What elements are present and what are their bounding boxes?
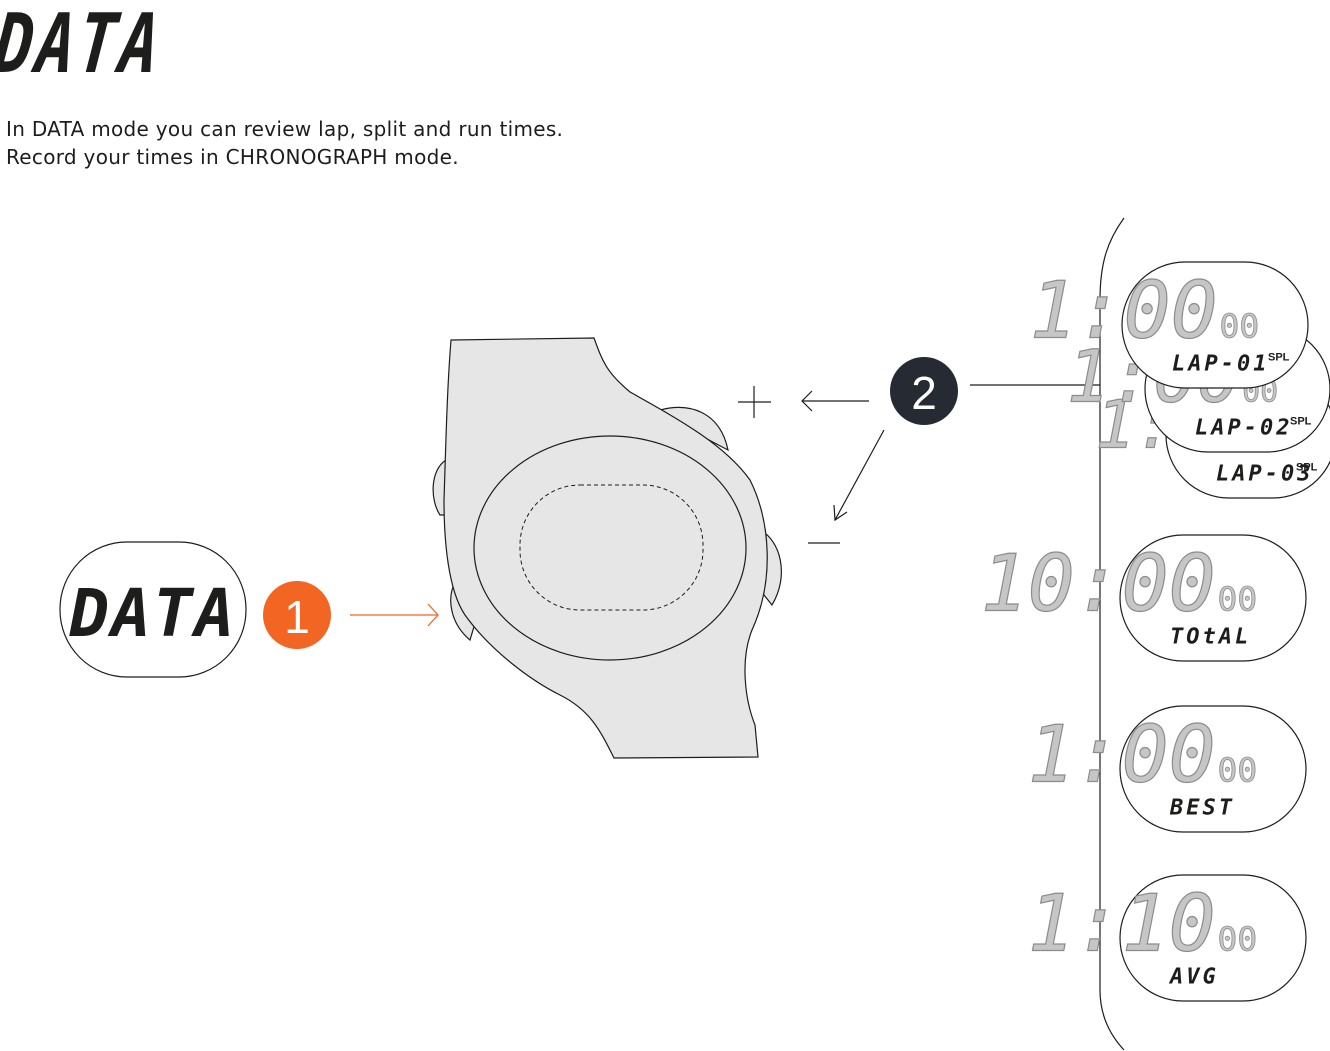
lcd-displays: 1:0000LAP-03SPL1:0000LAP-02SPL1:0000LAP-… bbox=[980, 261, 1330, 1002]
lcd-time: 1:00 bbox=[1030, 267, 1218, 357]
lcd-display-frame bbox=[1119, 534, 1307, 662]
lcd-time: 10:00 bbox=[981, 540, 1216, 630]
step-2-number: 2 bbox=[911, 367, 937, 419]
lcd-hundredths: 00 bbox=[1220, 307, 1260, 346]
lcd-label: TOtAL bbox=[1170, 624, 1251, 649]
watch-case bbox=[443, 337, 768, 759]
step-2-arrow-minus-icon bbox=[833, 429, 885, 522]
lcd-display-frame bbox=[1121, 261, 1309, 389]
intro-line-2: Record your times in CHRONOGRAPH mode. bbox=[6, 145, 459, 169]
lcd-display-frame bbox=[1119, 874, 1307, 1002]
step-2: 2 bbox=[801, 357, 1100, 522]
intro-line-1: In DATA mode you can review lap, split a… bbox=[6, 117, 564, 141]
lcd-hundredths: 00 bbox=[1218, 920, 1258, 959]
watch-screen-area bbox=[519, 484, 704, 611]
step-2-arrow-plus-icon bbox=[801, 390, 869, 412]
watch-bezel bbox=[473, 435, 747, 661]
lcd-hundredths: 00 bbox=[1218, 580, 1258, 619]
lcd-label: LAP-01 bbox=[1172, 351, 1269, 376]
watch-illustration bbox=[432, 337, 782, 759]
lcd-tag: SPL bbox=[1268, 351, 1290, 363]
mode-display-label: DATA bbox=[69, 575, 237, 652]
display-panel-bracket bbox=[1099, 217, 1125, 1051]
lcd-hundredths: 00 bbox=[1218, 751, 1258, 790]
intro-text: In DATA mode you can review lap, split a… bbox=[6, 115, 563, 171]
lcd-tag: SPL bbox=[1290, 415, 1312, 427]
lcd-time: 1:00 bbox=[1028, 711, 1216, 801]
lcd-label: BEST bbox=[1169, 795, 1235, 820]
step-1: 1 bbox=[263, 581, 439, 649]
lcd-label: LAP-03 bbox=[1216, 461, 1313, 486]
mode-display: DATA bbox=[59, 541, 247, 678]
step-1-badge bbox=[263, 581, 331, 649]
step-1-number: 1 bbox=[284, 591, 310, 643]
lcd-label: LAP-02 bbox=[1195, 415, 1292, 440]
watch-top-right-button[interactable] bbox=[658, 406, 729, 452]
lcd-time: 1:10 bbox=[1028, 880, 1216, 970]
plus-button-indicator bbox=[738, 386, 771, 418]
step-1-arrow-icon bbox=[350, 603, 439, 627]
lcd-label: AVG bbox=[1168, 964, 1219, 989]
lcd-tag: SPL bbox=[1296, 461, 1318, 473]
step-2-badge bbox=[890, 357, 958, 425]
lcd-display-frame bbox=[1119, 705, 1307, 833]
